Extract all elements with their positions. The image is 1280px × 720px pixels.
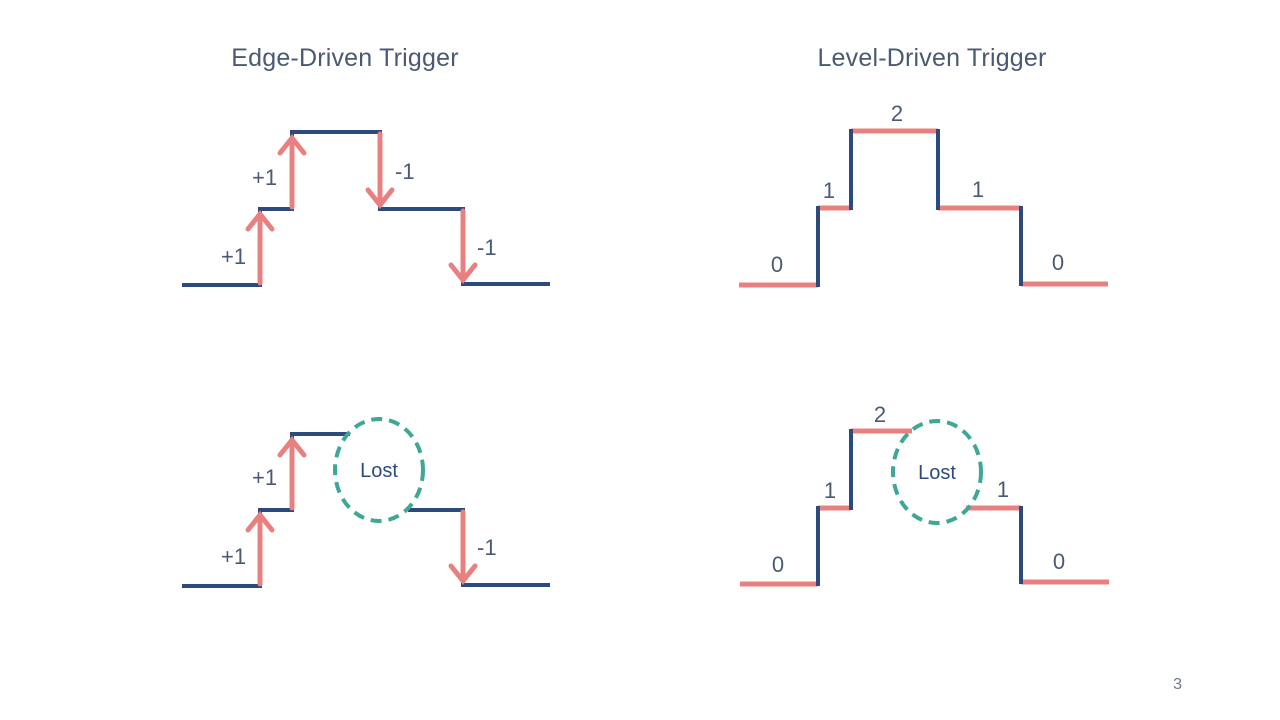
edge-bottom-diagram: Lost +1 +1 -1 [182,417,550,588]
level-label: 1 [972,177,984,202]
edge-label: +1 [221,544,246,569]
level-bottom-diagram: Lost 0 1 2 1 0 [740,402,1109,587]
level-label: 2 [874,402,886,427]
level-trigger-title: Level-Driven Trigger [817,44,1047,72]
edge-label: -1 [477,535,497,560]
fall-arrow-head [448,563,478,586]
edge-label: -1 [395,159,415,184]
level-label: 1 [823,178,835,203]
page-number: 3 [1173,676,1182,693]
lost-ring [333,417,425,523]
edge-label: +1 [252,165,277,190]
edge-bottom-signal-left [182,432,350,588]
lost-label: Lost [918,462,956,484]
rise-arrow-head [245,209,275,232]
rise-arrow-head [277,133,307,156]
level-top-diagram: 0 1 2 1 0 [739,101,1108,288]
edge-trigger-title: Edge-Driven Trigger [231,44,459,72]
level-label: 0 [771,252,783,277]
lost-ring [891,419,983,525]
edge-top-diagram: +1 +1 -1 -1 [182,130,550,287]
level-label: 0 [1052,250,1064,275]
rise-arrow-head [277,435,307,458]
level-label: 1 [997,477,1009,502]
fall-arrow-head [365,187,395,210]
level-label: 1 [824,478,836,503]
edge-label: -1 [477,235,497,260]
lost-label: Lost [360,460,398,482]
level-label: 2 [891,101,903,126]
level-label: 0 [772,552,784,577]
level-label: 0 [1053,549,1065,574]
rise-arrow-head [245,510,275,533]
fall-arrow-head [448,262,478,285]
edge-label: +1 [252,465,277,490]
edge-label: +1 [221,244,246,269]
